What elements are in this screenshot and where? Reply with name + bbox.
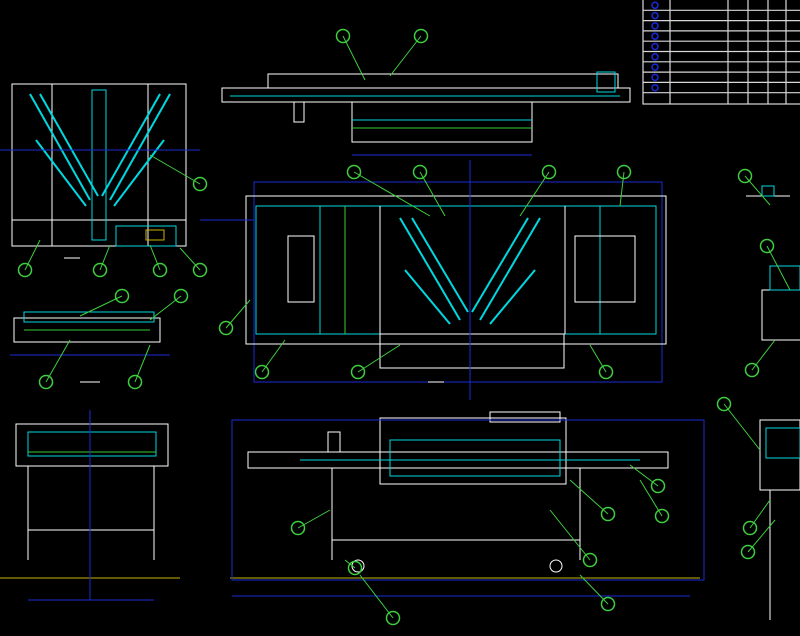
callout-balloon-icon [173,288,189,304]
callout-balloon-icon [744,362,760,378]
row-marker-icon [651,73,659,82]
callout-leader-line [45,339,71,383]
callout-balloon-icon [218,320,234,336]
callout-balloon-icon [598,364,614,380]
callout-leader-line [24,239,41,271]
row-marker-icon [651,1,659,10]
callout-balloon-icon [600,596,616,612]
callout-balloon-icon [92,262,108,278]
row-marker-icon [651,83,659,92]
title-block-table [642,0,800,105]
callout-balloon-icon [412,164,428,180]
row-marker-icon [651,11,659,20]
callout-balloon-icon [740,544,756,560]
left-front-elevation [0,410,180,601]
left-plan-view [0,83,200,259]
callout-balloon-icon [152,262,168,278]
callout-balloon-icon [654,508,670,524]
row-marker-icon [651,22,659,30]
callout-leader-line [619,171,625,207]
callout-balloons [17,28,791,626]
callout-leader-line [297,509,331,529]
callout-leader-line [389,35,422,77]
row-marker-icon [651,42,659,51]
main-side-elevation [230,411,705,597]
callout-balloon-icon [347,560,363,576]
callout-leader-line [744,175,771,206]
callout-balloon-icon [541,164,557,180]
main-plan-view [200,160,667,400]
top-elevation-view [221,71,631,156]
callout-leader-line [149,244,161,271]
callout-balloon-icon [385,610,401,626]
callout-balloon-icon [600,506,616,522]
callout-balloon-icon [413,28,429,44]
callout-balloon-icon [127,374,143,390]
callout-leader-line [589,344,607,373]
callout-balloon-icon [616,164,632,180]
callout-balloon-icon [346,164,362,180]
callout-leader-line [549,509,591,561]
callout-balloon-icon [17,262,33,278]
callout-balloon-icon [716,396,732,412]
callout-balloon-icon [650,478,666,494]
callout-leader-line [342,35,366,81]
callout-balloon-icon [759,238,775,254]
callout-leader-line [179,247,201,271]
callout-balloon-icon [192,176,208,192]
callout-balloon-icon [38,374,54,390]
callout-balloon-icon [335,28,351,44]
callout-leader-line [519,171,550,217]
callout-balloon-icon [192,262,208,278]
left-side-view [10,311,170,383]
callout-balloon-icon [290,520,306,536]
callout-leader-line [749,499,771,529]
callout-balloon-icon [114,288,130,304]
callout-leader-line [149,154,201,185]
callout-leader-line [723,403,761,451]
callout-leader-line [99,244,111,271]
callout-leader-line [357,344,401,373]
row-marker-icon [651,53,659,61]
callout-balloon-icon [737,168,753,184]
row-marker-icon [651,32,659,40]
callout-leader-line [766,245,791,291]
callout-leader-line [79,295,123,317]
callout-leader-line [751,339,776,371]
callout-balloon-icon [742,520,758,536]
callout-leader-line [419,171,446,217]
callout-leader-line [569,479,609,515]
callout-balloon-icon [350,364,366,380]
callout-balloon-icon [582,552,598,568]
row-marker-icon [651,63,659,71]
callout-leader-line [359,574,394,619]
right-detail-views [746,185,800,620]
callout-leader-line [353,171,431,217]
callout-balloon-icon [254,364,270,380]
